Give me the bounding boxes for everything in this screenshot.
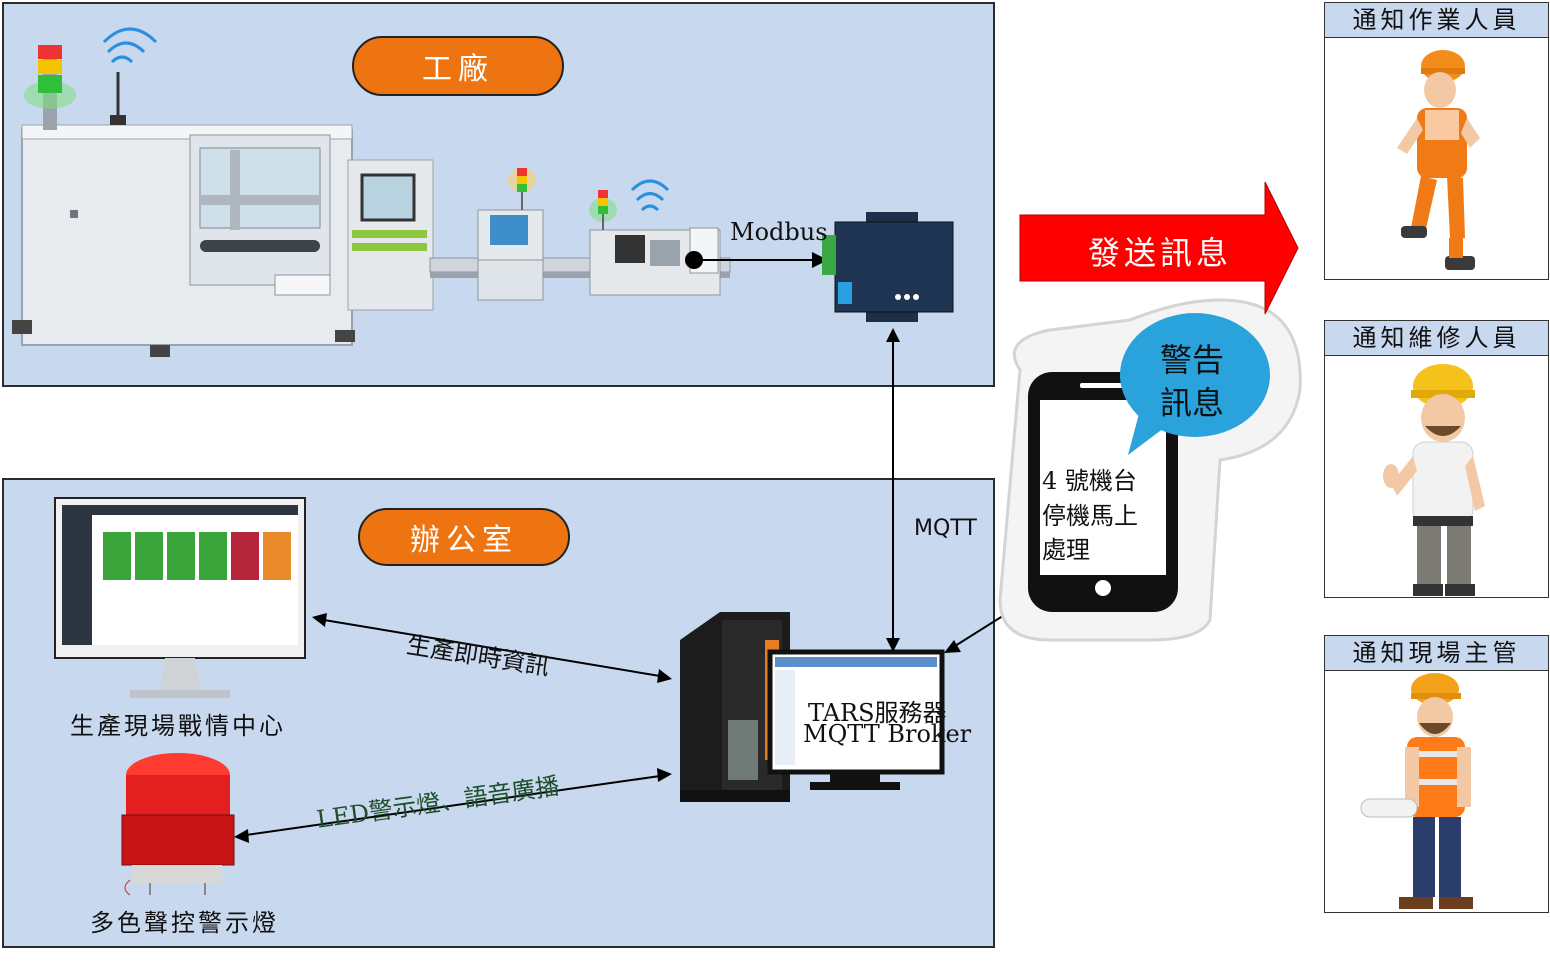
notify-operator-title: 通知作業人員 [1325,3,1548,38]
notify-operator-card: 通知作業人員 [1324,2,1549,280]
supervisor-worker-icon [1360,673,1473,909]
bubble-line2: 訊息 [1160,384,1225,422]
large-machine-icon [12,27,355,357]
factory-machines-illustration [12,27,954,357]
server-name-label: TARS服務器 [808,699,947,727]
notify-supervisor-card: 通知現場主管 [1324,635,1549,913]
factory-title: 工廠 [352,36,564,96]
ethernet-converter-icon [822,212,954,322]
notify-maintenance-title: 通知維修人員 [1325,321,1548,356]
warning-light-icon [121,753,235,896]
phone-message-line1: 4 號機台 [1042,467,1137,495]
phone-message-line3: 處理 [1042,536,1090,564]
office-illustration [54,328,945,896]
phone-message-line2: 停機馬上 [1042,502,1138,530]
inspection-machine-icon [477,168,544,301]
operator-worker-icon [1397,50,1480,270]
maintenance-worker-icon [1383,364,1485,596]
office-title: 辦公室 [358,508,570,566]
cnc-machine-icon [589,179,721,296]
mqtt-label: MQTT [914,516,977,541]
notify-supervisor-title: 通知現場主管 [1325,636,1548,671]
bubble-line1: 警告 [1160,341,1225,379]
modbus-label: Modbus [730,218,828,246]
monitor-icon [54,497,306,698]
warning-light-label: 多色聲控警示燈 [90,909,279,937]
broker-name-label: MQTT Broker [803,720,972,748]
war-room-label: 生產現場戰情中心 [70,712,286,740]
send-message-label: 發送訊息 [1088,234,1233,272]
notify-maintenance-card: 通知維修人員 [1324,320,1549,598]
server-monitor-icon [767,649,945,790]
loader-machine-icon [347,159,434,311]
